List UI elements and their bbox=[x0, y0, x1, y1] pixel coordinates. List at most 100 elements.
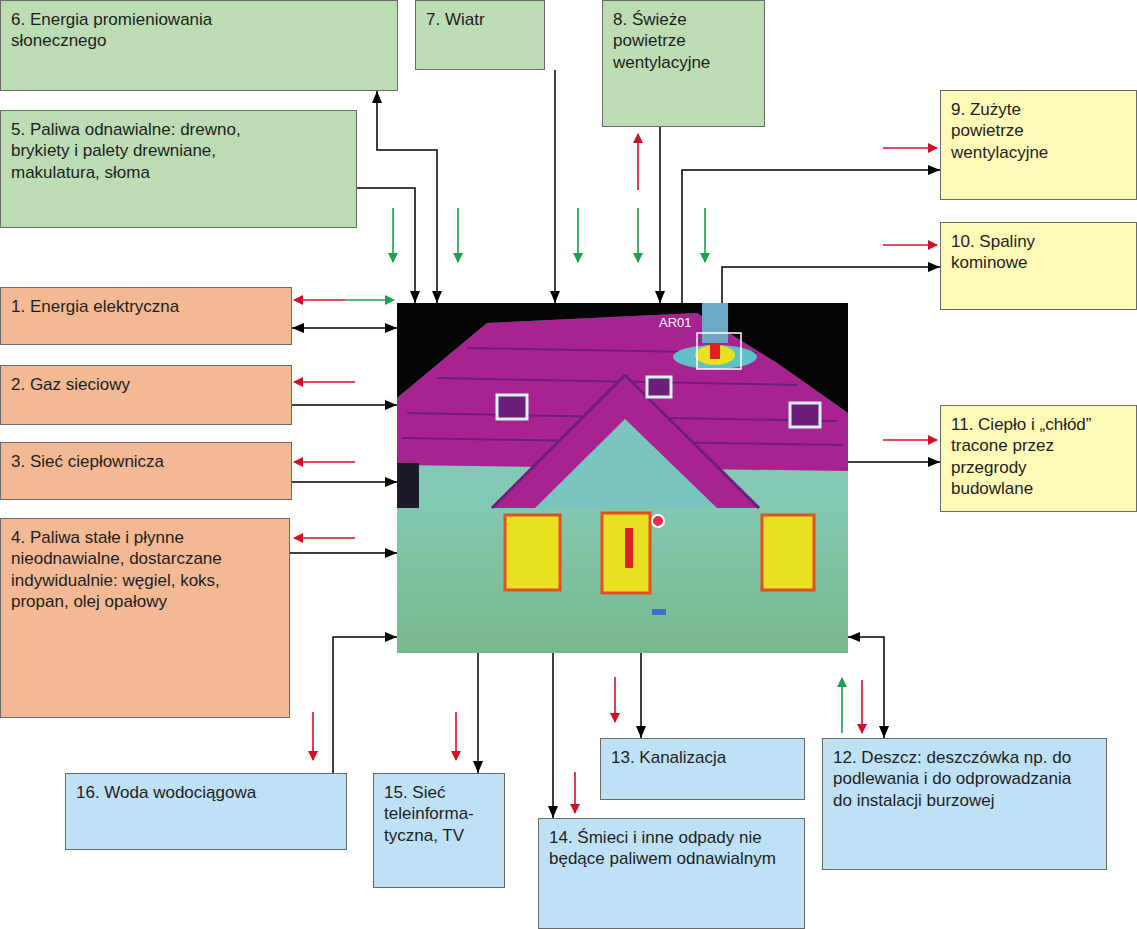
arrow-head bbox=[410, 291, 420, 303]
green-arrow bbox=[457, 208, 459, 262]
red-arrow bbox=[574, 772, 576, 813]
box-label: 7. Wiatr bbox=[416, 1, 544, 38]
supply-box: 4. Paliwa stałe i płynne nieodnawialne, … bbox=[0, 518, 290, 718]
red-arrow bbox=[294, 299, 345, 301]
arrow-head bbox=[928, 165, 940, 175]
renewable-box: 8. Świeże powietrze wentylacyjne bbox=[602, 0, 765, 127]
image-tag: AR01 bbox=[659, 315, 692, 331]
arrow-head bbox=[848, 632, 860, 642]
window bbox=[762, 515, 814, 590]
connector-line bbox=[290, 552, 397, 554]
arrow-head bbox=[385, 632, 397, 642]
red-arrow bbox=[883, 439, 937, 441]
connector-line bbox=[333, 637, 397, 773]
connector-line bbox=[292, 481, 397, 483]
hot-spot bbox=[710, 343, 720, 359]
red-arrow bbox=[294, 537, 355, 539]
box-label: 13. Kanalizacja bbox=[601, 739, 804, 776]
cold-spot bbox=[652, 609, 666, 615]
renewable-box: 7. Wiatr bbox=[415, 0, 545, 70]
box-label: 12. Deszcz: deszczówka np. do podlewania… bbox=[823, 739, 1098, 819]
utility-box: 13. Kanalizacja bbox=[600, 738, 805, 800]
gable-edge bbox=[492, 375, 625, 508]
connector-line bbox=[848, 461, 940, 463]
green-arrow bbox=[637, 208, 639, 262]
arrow-head bbox=[550, 291, 560, 303]
loss-box: 11. Ciepło i „chłód” tracone przez przeg… bbox=[940, 405, 1137, 512]
box-label: 3. Sieć ciepłownicza bbox=[1, 443, 291, 480]
gable-edge bbox=[625, 375, 759, 508]
arrow-head bbox=[385, 400, 397, 410]
window bbox=[505, 515, 560, 590]
arrow-head bbox=[928, 262, 940, 272]
connector-line bbox=[640, 653, 642, 738]
house-thermogram bbox=[397, 303, 848, 653]
connector-line bbox=[554, 70, 556, 303]
wall bbox=[397, 303, 848, 653]
arrow-head bbox=[548, 806, 558, 818]
arrow-head bbox=[372, 91, 382, 103]
measure-frame bbox=[697, 333, 741, 369]
green-arrow bbox=[841, 678, 843, 733]
connector-line bbox=[848, 637, 884, 738]
connector-line bbox=[722, 267, 940, 303]
dormer bbox=[790, 403, 820, 427]
box-label: 11. Ciepło i „chłód” tracone przez przeg… bbox=[941, 406, 1111, 507]
connector-line bbox=[659, 127, 661, 303]
green-arrow bbox=[345, 299, 394, 301]
box-label: 1. Energia elektryczna bbox=[1, 288, 291, 325]
renewable-box: 5. Paliwa odnawialne: drewno, brykiety i… bbox=[0, 110, 357, 228]
utility-box: 15. Sieć teleinforma- tyczna, TV bbox=[373, 773, 505, 888]
window-hot bbox=[625, 528, 633, 568]
box-label: 2. Gaz sieciowy bbox=[1, 366, 291, 403]
red-arrow bbox=[294, 381, 355, 383]
colour-arrows bbox=[294, 134, 937, 813]
box-label: 16. Woda wodociągowa bbox=[66, 774, 346, 811]
box-label: 5. Paliwa odnawialne: drewno, brykiety i… bbox=[1, 111, 311, 191]
loss-box: 10. Spaliny kominowe bbox=[940, 222, 1137, 310]
arrow-head bbox=[432, 291, 442, 303]
red-arrow bbox=[883, 147, 937, 149]
dormer bbox=[497, 395, 527, 419]
box-label: 14. Śmieci i inne odpady nie będące pali… bbox=[539, 819, 804, 878]
loss-box: 9. Zużyte powietrze wentylacyjne bbox=[940, 90, 1137, 200]
connector-line bbox=[682, 170, 940, 303]
utility-box: 14. Śmieci i inne odpady nie będące pali… bbox=[538, 818, 805, 929]
renewable-box: 6. Energia promieniowania słonecznego bbox=[0, 0, 398, 91]
gable-wall bbox=[535, 419, 717, 508]
supply-box: 3. Sieć ciepłownicza bbox=[0, 442, 292, 500]
arrow-head bbox=[879, 726, 889, 738]
green-arrow bbox=[577, 208, 579, 262]
arrow-head bbox=[292, 323, 304, 333]
box-label: 10. Spaliny kominowe bbox=[941, 223, 1111, 282]
red-arrow bbox=[883, 244, 937, 246]
box-label: 15. Sieć teleinforma- tyczna, TV bbox=[374, 774, 504, 854]
connector-line bbox=[357, 188, 415, 303]
utility-box: 12. Deszcz: deszczówka np. do podlewania… bbox=[822, 738, 1107, 870]
red-arrow bbox=[637, 134, 639, 190]
connector-line bbox=[377, 91, 437, 303]
chimney bbox=[702, 303, 728, 343]
box-label: 4. Paliwa stałe i płynne nieodnawialne, … bbox=[1, 519, 236, 620]
green-arrow bbox=[704, 208, 706, 262]
arrow-head bbox=[655, 291, 665, 303]
box-label: 6. Energia promieniowania słonecznego bbox=[1, 1, 281, 60]
connector-line bbox=[552, 653, 554, 818]
gable-roof bbox=[492, 375, 759, 508]
arrow-head bbox=[385, 477, 397, 487]
building-image: AR01 bbox=[397, 303, 848, 653]
box-label: 8. Świeże powietrze wentylacyjne bbox=[603, 1, 763, 81]
supply-box: 2. Gaz sieciowy bbox=[0, 365, 292, 425]
box-label: 9. Zużyte powietrze wentylacyjne bbox=[941, 91, 1101, 171]
arrow-head bbox=[636, 726, 646, 738]
arrow-head bbox=[473, 761, 483, 773]
connector-line bbox=[292, 327, 397, 329]
red-arrow bbox=[614, 677, 616, 722]
connector-line bbox=[292, 404, 397, 406]
red-arrow bbox=[861, 680, 863, 733]
arrow-head bbox=[385, 323, 397, 333]
connector-line bbox=[477, 653, 479, 773]
red-arrow bbox=[294, 461, 355, 463]
utility-box: 16. Woda wodociągowa bbox=[65, 773, 347, 850]
